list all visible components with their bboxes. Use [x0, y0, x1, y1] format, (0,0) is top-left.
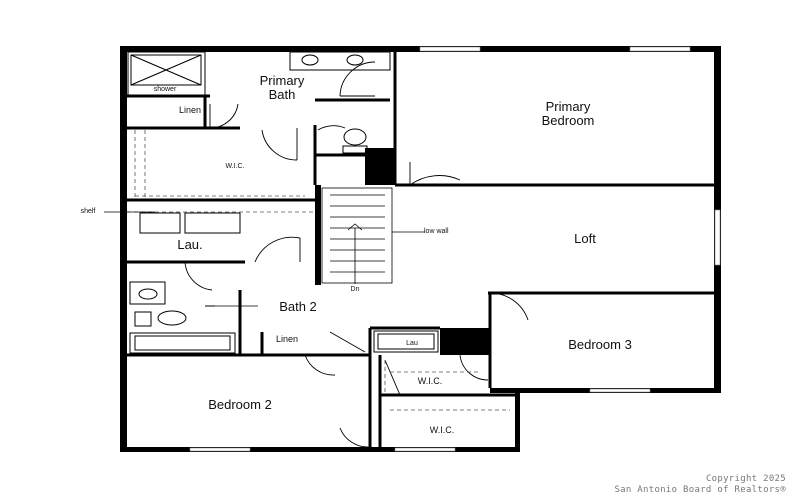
primary-bedroom-line1: Primary	[545, 99, 591, 114]
low-wall-label: low wall	[424, 228, 449, 235]
wall-chunks	[315, 148, 490, 355]
copyright-line1: Copyright 2025	[705, 474, 786, 485]
wic-bottom-label: W.I.C.	[429, 425, 455, 435]
linen-top-label: Linen	[178, 105, 202, 115]
primary-bedroom-line2: Bedroom	[541, 112, 595, 128]
primary-bath-label: Primary Bath	[232, 74, 332, 101]
wic-top-label: W.I.C.	[225, 163, 245, 170]
copyright-line2: San Antonio Board of Realtors®	[614, 485, 786, 496]
copyright-watermark: Copyright 2025 San Antonio Board of Real…	[614, 474, 786, 496]
primary-bath-line2: Bath	[268, 86, 296, 102]
laundry-box	[373, 330, 439, 353]
doors	[184, 61, 529, 448]
bedroom2-label: Bedroom 2	[208, 397, 272, 412]
laundry-machines	[139, 212, 241, 234]
primary-bedroom-label: Primary Bedroom	[518, 100, 618, 127]
shelf-label: shelf	[80, 208, 96, 215]
toilet-primary	[342, 128, 368, 154]
lau-small-label: Lau	[406, 340, 418, 347]
primary-bath-line1: Primary	[259, 73, 305, 88]
shower	[127, 51, 206, 97]
windows	[189, 46, 721, 452]
shower-label: shower	[153, 86, 177, 93]
bath2-fixtures	[129, 281, 236, 354]
stairs-down-label: Dn	[350, 286, 360, 293]
linen-mid-label: Linen	[275, 334, 299, 344]
lau-left-label: Lau.	[177, 237, 203, 252]
bedroom3-label: Bedroom 3	[568, 337, 632, 352]
vanity	[289, 51, 391, 71]
loft-label: Loft	[574, 231, 596, 246]
bath2-label: Bath 2	[279, 299, 317, 314]
wic-mid-label: W.I.C.	[417, 376, 443, 386]
closet-shelves	[127, 130, 510, 411]
stairs	[321, 187, 425, 284]
